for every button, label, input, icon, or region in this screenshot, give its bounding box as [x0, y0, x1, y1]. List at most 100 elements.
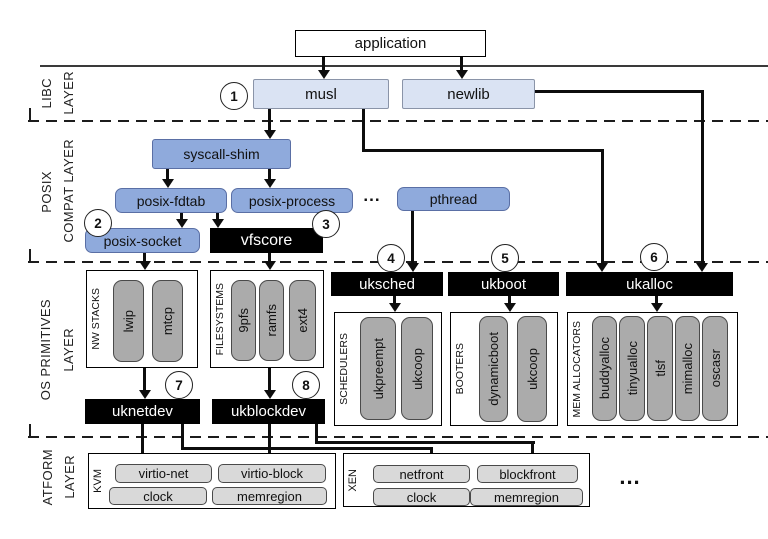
arrowhead [318, 70, 330, 79]
arrow-filesystems-ukblockdev [268, 368, 271, 390]
pill-ukcoop-sched: ukcoop [401, 317, 433, 420]
arrowhead [264, 390, 276, 399]
arrow-socket-nwstacks [143, 253, 146, 261]
connector-musl-ukalloc [601, 149, 604, 263]
layer-label-libc: LIBC [38, 77, 54, 109]
arrowhead [596, 263, 608, 272]
connector-ukblockdev-blockfront [315, 424, 318, 444]
connector-ukblockdev-blockfront [315, 441, 535, 444]
posix-ellipsis: ... [363, 186, 381, 205]
node-uknetdev: uknetdev [85, 399, 200, 424]
pill-blockfront: blockfront [477, 465, 578, 483]
arrow-uknetdev-virtionet [141, 424, 144, 456]
badge-7: 7 [165, 371, 193, 399]
pill-buddyalloc: buddyalloc [592, 316, 617, 421]
connector-uknetdev-netfront [181, 447, 433, 450]
arrow-uksched-schedulers [393, 296, 396, 303]
layer-label-platform-2: LAYER [61, 455, 77, 499]
group-label-nw-stacks: NW STACKS [89, 288, 102, 350]
connector-newlib-ukalloc [535, 90, 704, 93]
pill-ext4: ext4 [289, 280, 316, 361]
arrow-ukblockdev-virtioblock [268, 424, 271, 456]
pill-ukcoop-boot: ukcoop [517, 316, 547, 422]
group-label-schedulers: SCHEDULERS [337, 333, 350, 405]
group-label-mem-allocators: MEM ALLOCATORS [571, 320, 583, 418]
arrowhead [162, 179, 174, 188]
layer-label-platform: ATFORM [39, 448, 55, 506]
arrowhead [504, 303, 516, 312]
arrowhead [212, 219, 224, 228]
pill-xen-clock: clock [373, 488, 470, 506]
connector-uknetdev-netfront [181, 424, 184, 450]
arrow-application-newlib [460, 57, 463, 70]
group-label-xen: XEN [346, 468, 359, 492]
arrow-fdtab-vfscore [216, 213, 219, 219]
node-musl: musl [253, 79, 389, 109]
group-label-booters: BOOTERS [453, 343, 466, 395]
arrow-shim-fdtab [166, 169, 169, 179]
libc-posix-divider [28, 120, 768, 123]
node-ukboot: ukboot [448, 272, 559, 296]
node-application: application [295, 30, 486, 57]
arrowhead [139, 390, 151, 399]
arrowhead [456, 70, 468, 79]
arrowhead [264, 179, 276, 188]
layer-label-libc-2: LAYER [60, 71, 76, 115]
pill-dynamicboot: dynamicboot [479, 316, 508, 422]
os-platform-divider [28, 436, 768, 439]
libc-layer-top-line [40, 65, 768, 67]
pill-mimalloc: mimalloc [675, 316, 700, 421]
pill-kvm-memregion: memregion [212, 487, 327, 505]
arrowhead [407, 263, 419, 272]
arrow-pthread-uksched [411, 211, 414, 263]
divider-tick [29, 249, 32, 263]
pill-kvm-clock: clock [109, 487, 207, 505]
layer-label-posix-2: COMPAT LAYER [60, 139, 76, 243]
pill-ramfs: ramfs [259, 280, 284, 361]
arrow-vfscore-filesystems [268, 253, 271, 261]
arrow-musl-syscallshim [268, 109, 271, 130]
divider-tick [29, 108, 32, 122]
pill-oscasr: oscasr [702, 316, 728, 421]
node-posix-process: posix-process [231, 188, 353, 213]
arrowhead [139, 261, 151, 270]
badge-6: 6 [640, 243, 668, 271]
group-label-filesystems: FILESYSTEMS [213, 282, 226, 356]
badge-8: 8 [292, 371, 320, 399]
pill-netfront: netfront [373, 465, 470, 483]
arrow-shim-process [268, 169, 271, 179]
badge-1: 1 [220, 82, 248, 110]
badge-3: 3 [312, 210, 340, 238]
badge-5: 5 [491, 244, 519, 272]
node-posix-fdtab: posix-fdtab [115, 188, 227, 213]
arrow-application-musl [322, 57, 325, 70]
connector-uknetdev-netfront [430, 447, 433, 456]
divider-tick [29, 424, 32, 438]
pill-virtio-block: virtio-block [218, 464, 326, 483]
pill-lwip: lwip [113, 280, 144, 362]
node-syscall-shim: syscall-shim [152, 139, 291, 169]
platform-ellipsis: ... [619, 464, 641, 489]
pill-tlsf: tlsf [647, 316, 673, 421]
arrow-fdtab-socket [180, 213, 183, 219]
arrowhead [264, 261, 276, 270]
pill-9pfs: 9pfs [231, 280, 256, 361]
connector-musl-ukalloc [362, 149, 604, 152]
connector-ukblockdev-blockfront [531, 441, 534, 456]
badge-2: 2 [84, 209, 112, 237]
arrowhead [651, 303, 663, 312]
pill-ukpreempt: ukpreempt [360, 317, 396, 420]
node-pthread: pthread [397, 187, 510, 211]
pill-mtcp: mtcp [152, 280, 183, 362]
node-ukblockdev: ukblockdev [212, 399, 325, 424]
arrowhead [389, 303, 401, 312]
node-newlib: newlib [402, 79, 535, 109]
arrow-ukboot-booters [508, 296, 511, 303]
node-ukalloc: ukalloc [566, 272, 733, 296]
node-vfscore: vfscore [210, 228, 323, 253]
pill-virtio-net: virtio-net [115, 464, 212, 483]
layer-label-posix: POSIX [38, 171, 54, 213]
layer-label-os-primitives: OS PRIMITIVES [37, 298, 53, 401]
layer-label-os-primitives-2: LAYER [60, 327, 76, 372]
